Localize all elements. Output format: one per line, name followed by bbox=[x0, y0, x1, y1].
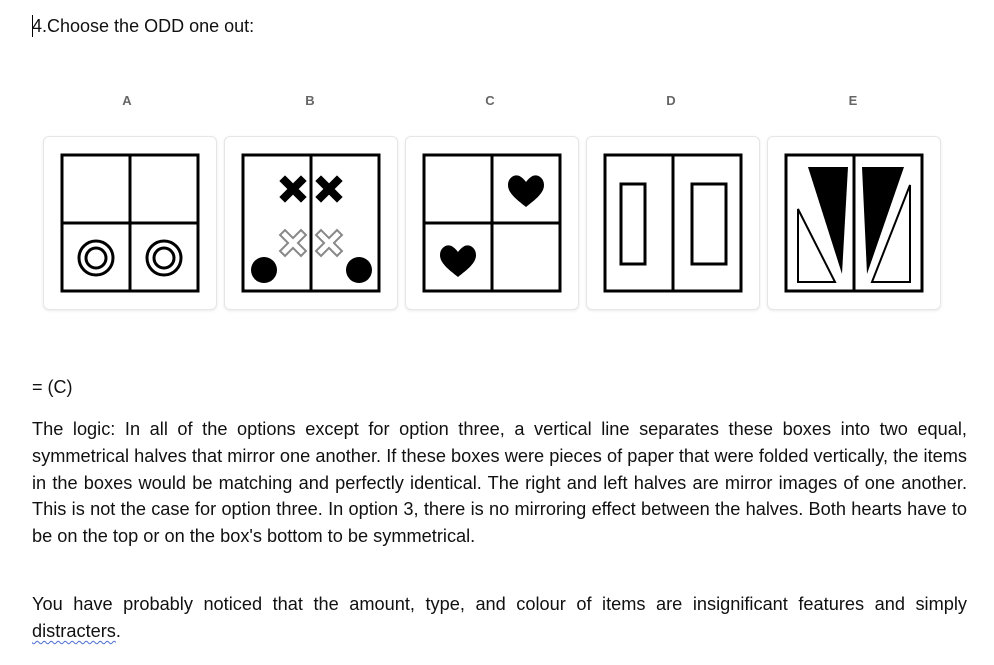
option-label-a: A bbox=[122, 93, 132, 108]
option-label-b: B bbox=[305, 93, 315, 108]
double-circles-figure bbox=[60, 153, 200, 293]
option-label-e: E bbox=[848, 93, 858, 108]
option-card-d[interactable] bbox=[586, 136, 760, 310]
rectangles-figure bbox=[603, 153, 743, 293]
hearts-figure bbox=[422, 153, 562, 293]
misspelled-word[interactable]: distracters bbox=[32, 620, 116, 641]
logic-paragraph: The logic: In all of the options except … bbox=[32, 419, 967, 547]
note-period: . bbox=[115, 620, 121, 641]
note-paragraph: You have probably noticed that the amoun… bbox=[32, 591, 967, 645]
answer-text: = (C) bbox=[32, 377, 73, 397]
text-cursor bbox=[32, 15, 33, 37]
question-heading: 4.Choose the ODD one out: bbox=[32, 16, 255, 36]
option-card-e[interactable] bbox=[767, 136, 941, 310]
crosses-dots-figure bbox=[241, 153, 381, 293]
option-card-a[interactable] bbox=[43, 136, 217, 310]
note-text: You have probably noticed that the amoun… bbox=[32, 594, 967, 614]
triangles-figure bbox=[784, 153, 924, 293]
option-card-c[interactable] bbox=[405, 136, 579, 310]
option-label-c: C bbox=[485, 93, 495, 108]
option-card-b[interactable] bbox=[224, 136, 398, 310]
option-label-d: D bbox=[666, 93, 676, 108]
